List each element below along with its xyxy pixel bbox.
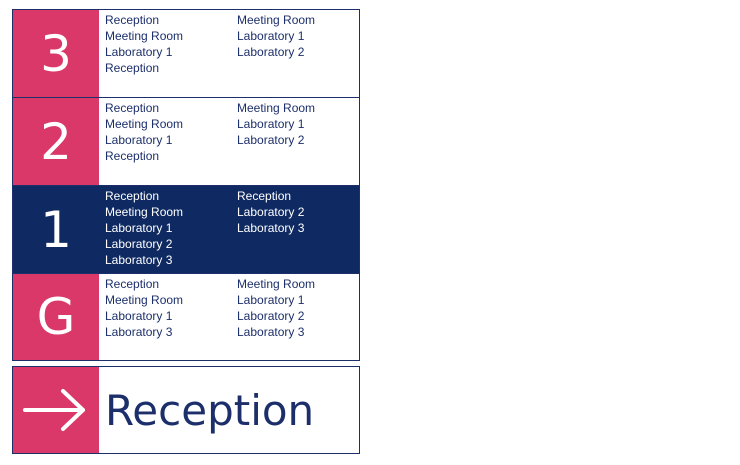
room-column-left: Reception Meeting Room Laboratory 1 Rece… [105,12,237,97]
room-label: Meeting Room [105,117,184,131]
room-label: Reception [237,189,292,203]
room-column-right: Meeting Room Laboratory 1 Laboratory 2 [237,12,369,97]
floor-number: 1 [13,186,99,273]
floor-row-g: G Reception Meeting Room Laboratory 1 La… [13,274,359,360]
room-label: Laboratory 3 [237,221,305,235]
sign-label: Reception [105,385,315,435]
room-label: Reception [105,277,160,291]
room-label: Laboratory 3 [105,325,173,339]
room-label: Laboratory 1 [237,29,305,43]
room-label: Reception [105,149,160,163]
arrow-right-icon [23,389,85,431]
room-column-left: Reception Meeting Room Laboratory 1 Labo… [105,276,237,360]
room-label: Meeting Room [237,101,316,115]
floor-number: 3 [13,10,99,97]
direction-sign: Reception [12,366,360,454]
room-column-right: Meeting Room Laboratory 1 Laboratory 2 [237,100,369,185]
room-column-right: Meeting Room Laboratory 1 Laboratory 2 L… [237,276,369,360]
room-column-left: Reception Meeting Room Laboratory 1 Labo… [105,188,237,273]
room-label: Laboratory 2 [105,237,173,251]
room-label: Reception [105,101,160,115]
room-label: Laboratory 1 [105,45,173,59]
room-label: Meeting Room [237,277,316,291]
room-label: Laboratory 1 [105,309,173,323]
room-label: Laboratory 2 [237,45,305,59]
room-label: Laboratory 2 [237,133,305,147]
room-label: Laboratory 1 [237,117,305,131]
room-label: Laboratory 3 [105,253,173,267]
room-label: Laboratory 2 [237,205,305,219]
room-label: Reception [105,189,160,203]
room-label: Reception [105,61,160,75]
room-label: Laboratory 1 [105,221,173,235]
room-label: Meeting Room [105,29,184,43]
floor-row-1: 1 Reception Meeting Room Laboratory 1 La… [13,186,359,274]
room-column-left: Reception Meeting Room Laboratory 1 Rece… [105,100,237,185]
room-label: Laboratory 2 [237,309,305,323]
room-label: Meeting Room [105,293,184,307]
room-column-right: Reception Laboratory 2 Laboratory 3 [237,188,369,273]
floor-number: G [13,274,99,360]
room-label: Reception [105,13,160,27]
floor-row-2: 2 Reception Meeting Room Laboratory 1 Re… [13,98,359,186]
floor-row-3: 3 Reception Meeting Room Laboratory 1 Re… [13,10,359,98]
room-label: Meeting Room [105,205,184,219]
arrow-panel [13,367,99,453]
room-label: Laboratory 3 [237,325,305,339]
room-label: Laboratory 1 [237,293,305,307]
room-label: Meeting Room [237,13,316,27]
floor-number: 2 [13,98,99,185]
room-label: Laboratory 1 [105,133,173,147]
floor-directory: 3 Reception Meeting Room Laboratory 1 Re… [12,9,360,361]
